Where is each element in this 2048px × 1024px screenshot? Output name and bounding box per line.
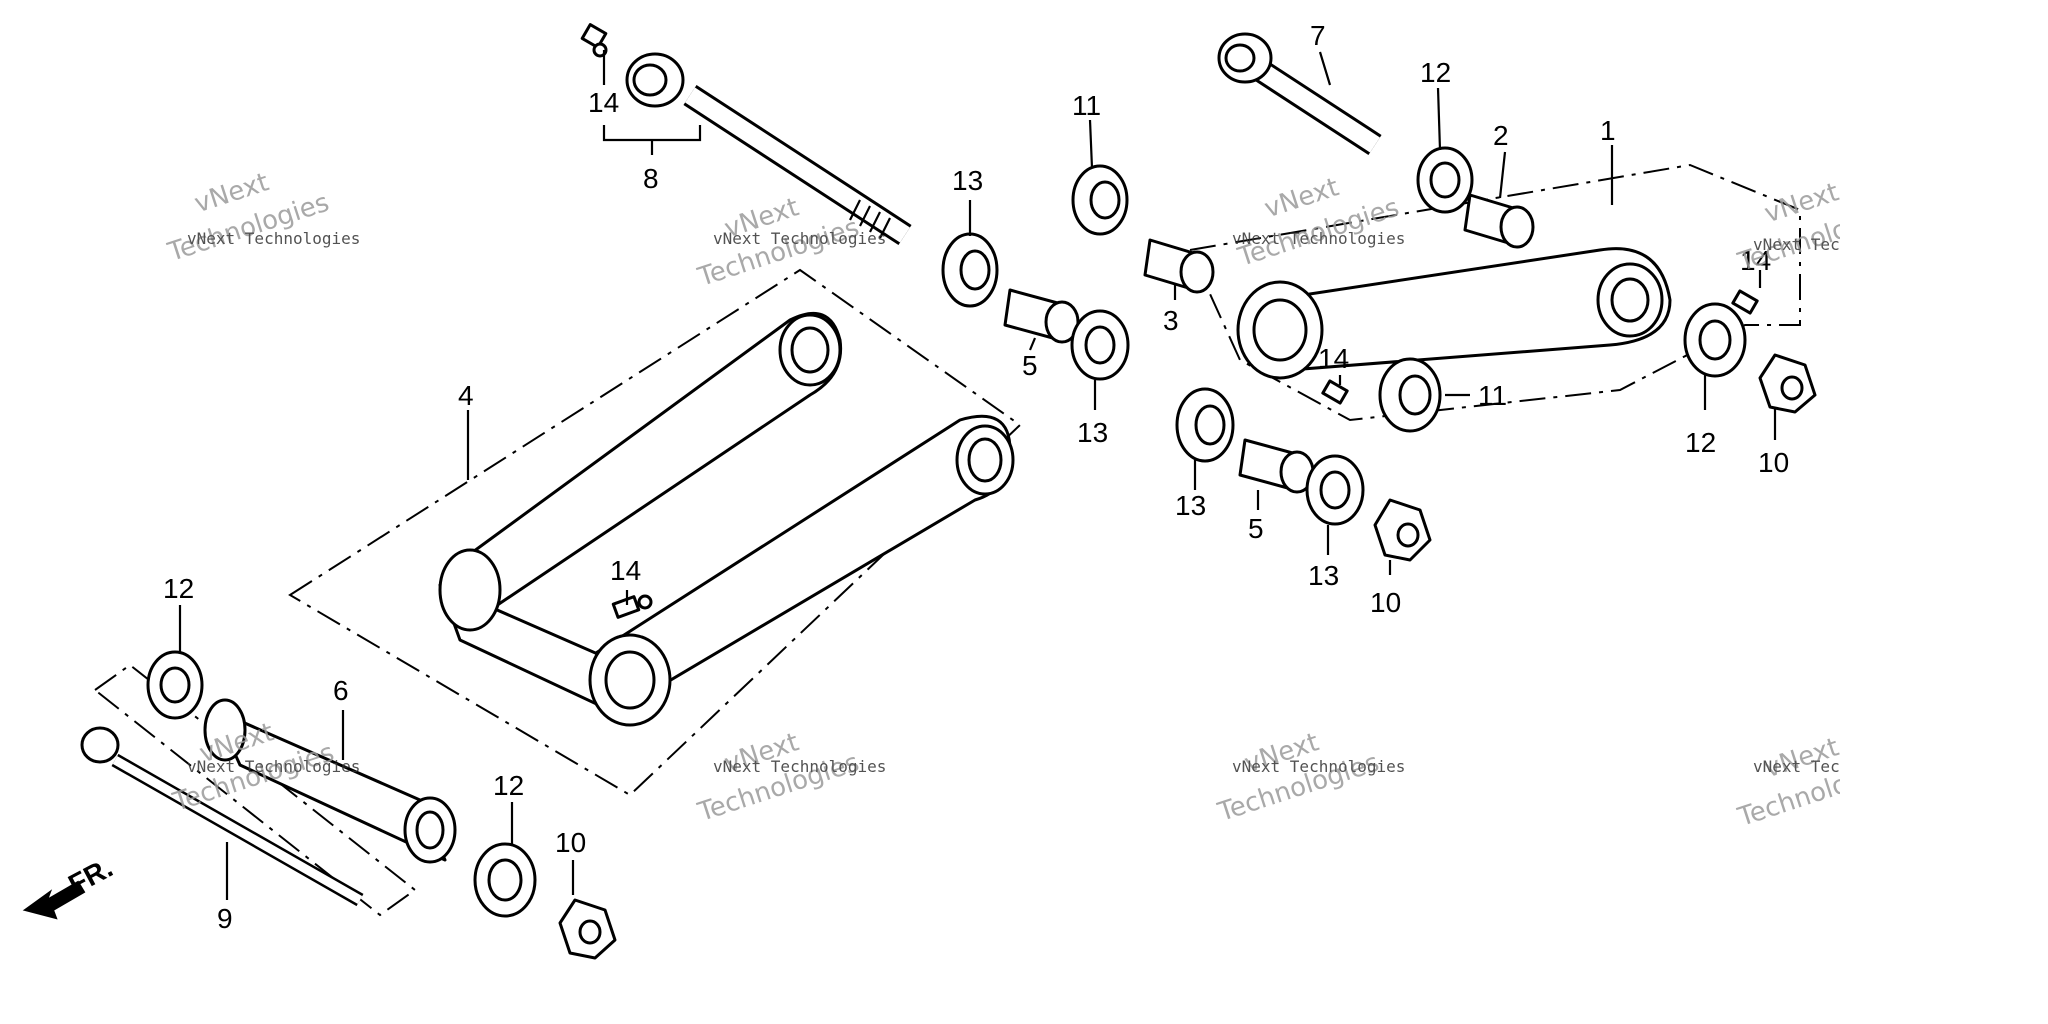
- watermark-6-small: vNext Technologies: [1232, 757, 1405, 776]
- callout-12-b: 12: [163, 573, 194, 604]
- bushing-5-b: [1238, 438, 1315, 494]
- callout-7: 7: [1310, 20, 1326, 51]
- watermark-3: vNext Technologies: [1234, 172, 1403, 273]
- callout-11-a: 11: [1072, 90, 1101, 121]
- collar-6: [203, 698, 457, 864]
- callout-12-d: 12: [493, 770, 524, 801]
- callout-13-b: 13: [1077, 417, 1108, 448]
- callout-13-a: 13: [952, 165, 983, 196]
- watermark-5-small: vNext Technologies: [713, 757, 886, 776]
- watermark-4-small: vNext Technologies: [187, 757, 360, 776]
- grease-fitting-14-d: [1731, 289, 1759, 315]
- nut-10-a: [1373, 498, 1432, 562]
- right-margin: [1840, 0, 2048, 1024]
- bushing-5-a: [1003, 288, 1080, 344]
- watermarks: vNext Technologies vNext Technologies vN…: [164, 167, 1927, 833]
- thread-lines: [849, 199, 891, 239]
- callout-6: 6: [333, 675, 349, 706]
- link-4: [438, 311, 1015, 727]
- collar-3: [1143, 238, 1215, 294]
- callout-5-b: 5: [1248, 513, 1264, 544]
- grease-fitting-14-a: [580, 23, 608, 58]
- callout-5-a: 5: [1022, 350, 1038, 381]
- seal-11-a: [1071, 164, 1129, 236]
- watermark-1: vNext Technologies: [164, 167, 333, 268]
- arrow-icon: [22, 880, 86, 920]
- seal-12-a: [1416, 146, 1474, 214]
- callout-14-c: 14: [1318, 343, 1349, 374]
- watermark-3-small: vNext Technologies: [1232, 229, 1405, 248]
- grease-fitting-14-c: [1321, 379, 1349, 405]
- callout-2: 2: [1493, 120, 1509, 151]
- nut-10-b: [1758, 353, 1817, 414]
- callout-8: 8: [643, 163, 659, 194]
- callout-3: 3: [1163, 305, 1179, 336]
- seal-12-c: [1683, 302, 1747, 378]
- collar-6-group-outline: [93, 663, 417, 917]
- arm-1-group-outline: [1189, 163, 1801, 422]
- seal-11-b: [1378, 357, 1442, 433]
- callout-14-a: 14: [588, 87, 619, 118]
- callout-1: 1: [1600, 115, 1616, 146]
- callout-12-a: 12: [1420, 57, 1451, 88]
- watermark-2-small: vNext Technologies: [713, 229, 886, 248]
- washer-12-d: [473, 842, 537, 918]
- callout-10-c: 10: [555, 827, 586, 858]
- callout-4: 4: [458, 380, 474, 411]
- bolt-8: [625, 52, 912, 246]
- seal-13-a: [941, 232, 999, 308]
- bolt-9: [80, 726, 364, 907]
- callout-14-d: 14: [1740, 245, 1771, 276]
- watermark-1-small: vNext Technologies: [187, 229, 360, 248]
- callout-11-b: 11: [1478, 380, 1507, 411]
- washer-13-b: [1070, 309, 1130, 381]
- front-direction-indicator: FR.: [22, 852, 118, 920]
- arm-1: [1236, 247, 1672, 380]
- callout-12-c: 12: [1685, 427, 1716, 458]
- grease-fitting-14-b: [611, 594, 653, 619]
- bolt-7: [1217, 32, 1382, 156]
- bushing-2: [1463, 193, 1535, 249]
- callout-13-d: 13: [1308, 560, 1339, 591]
- callout-10-b: 10: [1758, 447, 1789, 478]
- nut-10-c: [558, 898, 617, 960]
- callout-labels: 14 8 7 12 2 1 11 13 3 5 13 4 14 12 6 9 1…: [163, 20, 1789, 934]
- link-4-group-outline: [288, 268, 1022, 797]
- callout-9: 9: [217, 903, 233, 934]
- callout-13-c: 13: [1175, 490, 1206, 521]
- washer-13-d: [1305, 454, 1365, 526]
- callout-14-b: 14: [610, 555, 641, 586]
- callout-10-a: 10: [1370, 587, 1401, 618]
- seal-13-c: [1175, 387, 1235, 463]
- leader-lines: [178, 50, 1777, 900]
- seal-12-b: [146, 650, 204, 720]
